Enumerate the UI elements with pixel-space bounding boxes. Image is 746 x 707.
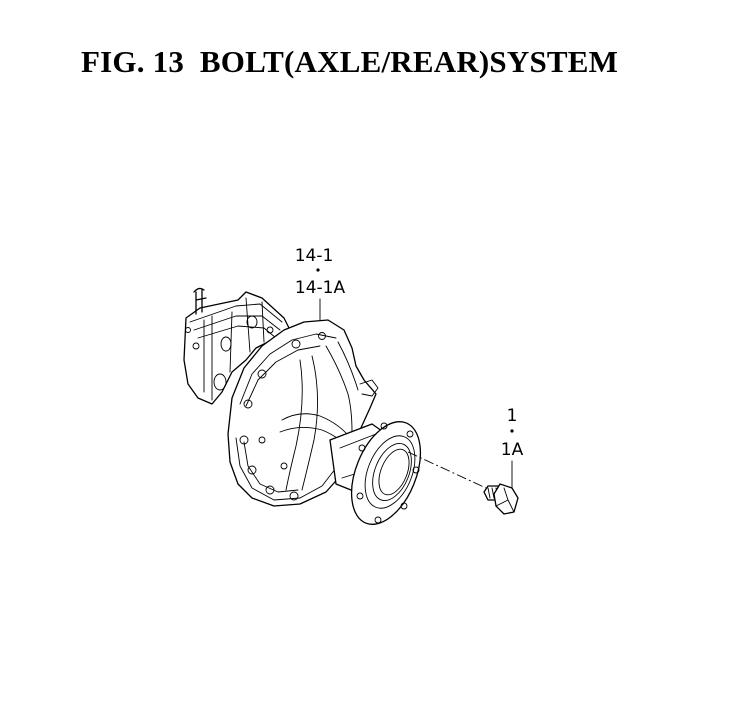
axle-housing-illustration — [183, 287, 487, 525]
callout-housing-line2: 14-1A — [295, 278, 346, 298]
wheel-flange — [350, 421, 422, 525]
callout-bolt-line2: 1A — [501, 440, 524, 460]
assembly-centerline — [407, 451, 487, 489]
callout-housing-line1: 14-1 — [295, 246, 334, 266]
callout-bolt-dot — [510, 429, 514, 433]
page-title: FIG. 13 BOLT(AXLE/REAR)SYSTEM — [81, 44, 619, 79]
callout-housing: 14-1 14-1A — [295, 246, 346, 323]
bolt-illustration — [483, 483, 519, 515]
pipe-fitting — [195, 289, 203, 315]
rear-cover-block — [183, 291, 291, 405]
callout-housing-dot — [316, 268, 320, 272]
bolt-head — [493, 483, 519, 515]
callout-bolt-line1: 1 — [507, 406, 518, 426]
callout-bolt: 1 1A — [501, 406, 524, 491]
